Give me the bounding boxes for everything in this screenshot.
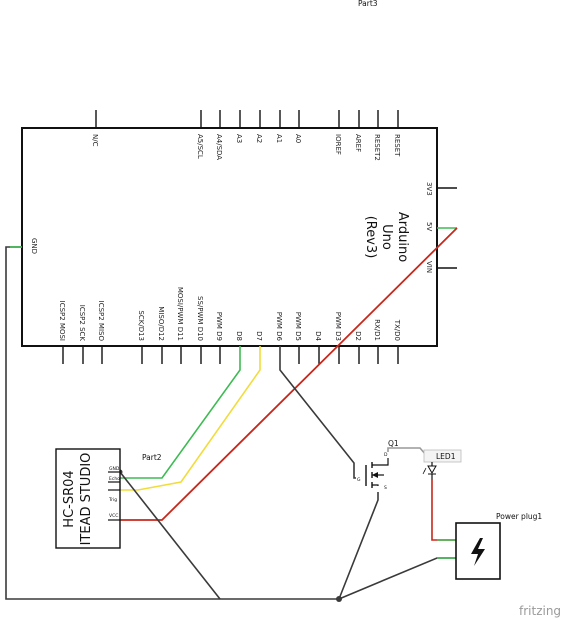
pin-label-ioref: IOREF xyxy=(334,134,342,155)
pin-label-nc: N/C xyxy=(91,134,99,147)
pin-label-d4: D4 xyxy=(314,331,322,341)
part2-label: Part2 xyxy=(142,453,162,462)
sensor-pin-labels: GND Echo Trig VCC xyxy=(108,466,120,519)
mosfet-pin-s: S xyxy=(384,485,387,491)
sensor-pin-stubs xyxy=(108,471,120,521)
pin-label-d8: D8 xyxy=(235,331,243,341)
arduino-name-line3: (Rev3) xyxy=(363,216,378,259)
sensor-pin-trig: Trig xyxy=(108,497,117,503)
led1[interactable] xyxy=(422,462,437,480)
pin-label-d5: PWM D5 xyxy=(294,312,302,341)
arduino-bottom-pin-stubs xyxy=(62,346,399,364)
led1-label: LED1 xyxy=(436,452,456,461)
mosfet-q1[interactable] xyxy=(356,452,396,492)
arduino-top-pin-stubs xyxy=(95,110,399,128)
hc-sr04-sensor[interactable] xyxy=(55,448,121,549)
fritzing-watermark: fritzing xyxy=(519,604,561,618)
pin-label-d6: PWM D6 xyxy=(275,312,283,342)
pin-label-d7: D7 xyxy=(255,331,263,341)
sensor-title: HC-SR04 ITEAD STUDIO xyxy=(62,453,94,546)
mosfet-pin-d: D xyxy=(384,452,388,458)
pin-label-d1: RX/D1 xyxy=(373,319,381,341)
mosfet-pin-g: G xyxy=(357,477,361,483)
pin-label-d0: TX/D0 xyxy=(393,319,401,341)
sensor-gnd-wire[interactable] xyxy=(119,471,221,600)
pin-label-a2: A2 xyxy=(255,134,263,143)
pin-label-d11: MOSI/PWM D11 xyxy=(176,287,184,341)
arduino-top-pin-labels: N/C A5/SCL A4/SDA A3 A2 A1 A0 IOREF AREF… xyxy=(91,134,401,161)
arduino-name-line2: Uno xyxy=(379,224,394,250)
sensor-pin-vcc: VCC xyxy=(109,513,118,519)
mosfet-pin-labels: G D S xyxy=(357,452,388,491)
pin-label-a1: A1 xyxy=(275,134,283,143)
pin-label-a0: A0 xyxy=(294,134,302,143)
pin-label-d9: PWM D9 xyxy=(215,312,223,341)
pin-label-a4: A4/SDA xyxy=(215,134,223,160)
pin-label-reset: RESET xyxy=(393,134,401,157)
arduino-board[interactable] xyxy=(21,127,438,347)
pin-label-d13: SCK/D13 xyxy=(137,310,145,341)
5v-wire[interactable] xyxy=(120,227,458,521)
pin-label-icsp2-mosi: ICSP2 MOSI xyxy=(58,301,66,341)
lightning-icon xyxy=(471,538,485,566)
plug-gnd-wire[interactable] xyxy=(338,557,456,600)
sensor-name-line2: ITEAD STUDIO xyxy=(79,453,94,546)
q1-label: Q1 xyxy=(388,439,399,448)
pin-label-d12: MISO/D12 xyxy=(157,306,165,341)
pin-label-a5: A5/SCL xyxy=(196,134,204,159)
pin-label-5v: 5V xyxy=(425,222,433,231)
mosfet-source-wire[interactable] xyxy=(338,486,379,600)
led1-tag xyxy=(423,449,462,463)
sensor-pin-gnd: GND xyxy=(109,466,120,472)
led-plug-wire[interactable] xyxy=(431,480,456,541)
arduino-name: Arduino Uno (Rev3) xyxy=(363,212,410,262)
sensor-pin-echo: Echo xyxy=(109,476,120,482)
d6-gate-wire[interactable] xyxy=(279,364,366,479)
d8-echo-wire[interactable] xyxy=(120,364,241,479)
arduino-bottom-pin-labels: ICSP2 MOSI ICSP2 SCK ICSP2 MISO SCK/D13 … xyxy=(58,287,401,342)
d7-trig-wire[interactable] xyxy=(120,364,261,491)
part3-label: Part3 xyxy=(358,0,378,8)
pin-label-vin: VIN xyxy=(425,261,433,273)
pin-label-a3: A3 xyxy=(235,134,243,143)
pin-label-3v3: 3V3 xyxy=(425,182,433,196)
pin-label-reset2: RESET2 xyxy=(373,134,381,161)
pin-label-gnd: GND xyxy=(30,238,38,254)
pin-label-aref: AREF xyxy=(354,134,362,152)
sensor-name-line1: HC-SR04 xyxy=(62,470,77,527)
pin-label-icsp2-sck: ICSP2 SCK xyxy=(78,305,86,342)
arduino-name-line1: Arduino xyxy=(395,212,410,262)
pin-label-d3: PWM D3 xyxy=(334,312,342,341)
arduino-right-pin-labels: 3V3 5V VIN xyxy=(425,182,433,273)
pin-label-icsp2-miso: ICSP2 MISO xyxy=(97,301,105,342)
power-plug-label: Power plug1 xyxy=(496,512,542,521)
arduino-right-pin-stubs xyxy=(437,187,457,269)
pin-label-d10: SS/PWM D10 xyxy=(196,296,204,341)
pin-label-d2: D2 xyxy=(354,331,362,341)
junction-dot xyxy=(336,596,342,602)
